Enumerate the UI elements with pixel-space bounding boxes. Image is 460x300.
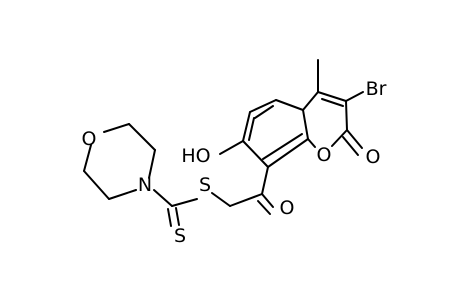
bond — [345, 100, 348, 131]
bond — [211, 192, 231, 207]
bond — [229, 193, 263, 207]
bond — [261, 166, 269, 195]
bond — [153, 189, 173, 207]
bond — [307, 138, 316, 148]
bond — [171, 198, 198, 207]
carbonyl-bond-inner — [342, 136, 359, 156]
atom-morpholine-o: O — [82, 128, 97, 150]
aromatic-inner — [262, 133, 303, 160]
pyranone-ring — [302, 91, 348, 148]
dithiocarbamate-group — [153, 189, 263, 227]
ketone-group — [257, 166, 274, 215]
bromine-bond — [345, 91, 364, 102]
atom-morpholine-n: N — [138, 174, 152, 196]
aromatic-inner — [248, 117, 255, 141]
bond — [83, 144, 92, 172]
atom-hydroxyl: HO — [181, 145, 210, 167]
atom-ring-o: O — [317, 144, 332, 166]
bond — [103, 123, 130, 133]
bond — [331, 129, 348, 147]
bond — [108, 189, 137, 200]
bond — [128, 123, 156, 151]
double-bond-inner — [257, 200, 271, 215]
double-bond-a — [167, 208, 172, 227]
bond — [249, 99, 277, 113]
bond — [83, 170, 110, 200]
bond — [302, 109, 309, 140]
bond — [261, 193, 274, 208]
benzene-ring — [242, 99, 309, 168]
carbonyl-bond — [346, 129, 363, 149]
atom-lactone-o: O — [366, 146, 381, 168]
bond — [242, 111, 251, 142]
hydroxyl-bond — [219, 140, 244, 155]
atom-thioether-s: S — [199, 174, 211, 196]
bond — [275, 99, 304, 111]
atom-thione-s: S — [174, 225, 186, 247]
double-bond-inner — [321, 98, 344, 107]
bond — [242, 140, 269, 168]
aromatic-inner — [254, 105, 274, 119]
morpholine-ring — [83, 123, 156, 200]
bond — [267, 138, 309, 168]
bond — [148, 149, 156, 179]
atom-ketone-o: O — [280, 197, 295, 219]
atom-bromine: Br — [366, 78, 387, 100]
double-bond-b — [175, 207, 180, 226]
bond — [317, 91, 347, 102]
bond — [302, 91, 319, 111]
